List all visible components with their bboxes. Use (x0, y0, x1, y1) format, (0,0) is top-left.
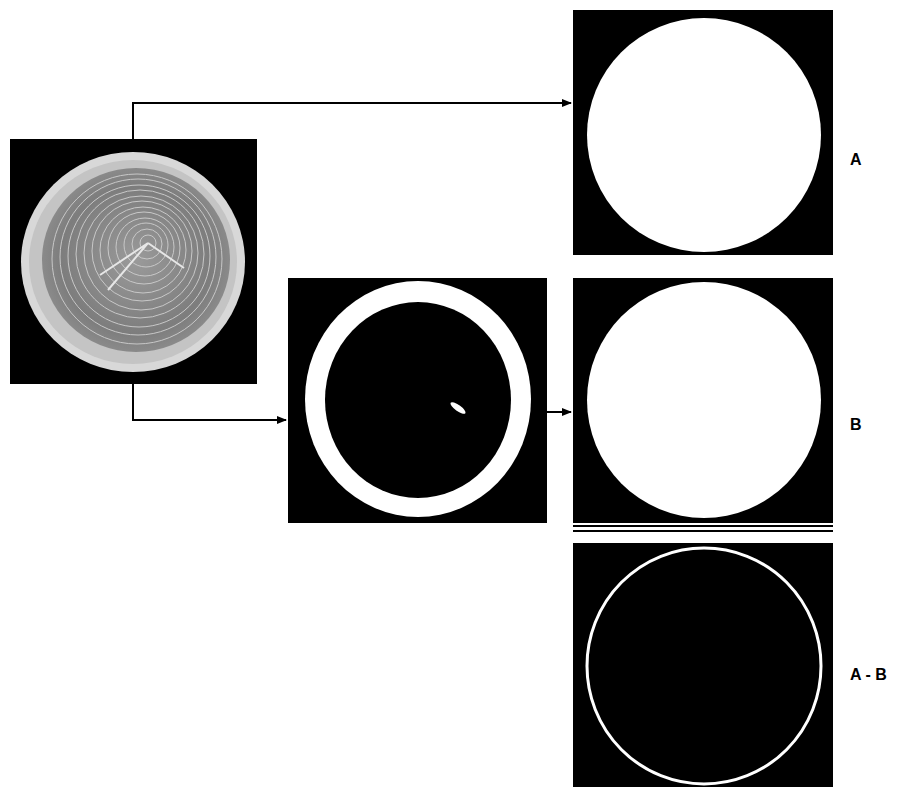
separator (573, 526, 833, 531)
threshold-image (288, 278, 547, 523)
filled-image (573, 278, 833, 523)
image-label: B (850, 417, 862, 433)
flow-arrow (133, 103, 571, 420)
difference-image (573, 543, 833, 787)
image-label: A - B (850, 667, 887, 683)
ct-slice (10, 139, 257, 384)
image-label: A (850, 152, 862, 168)
mask-image (573, 10, 833, 255)
